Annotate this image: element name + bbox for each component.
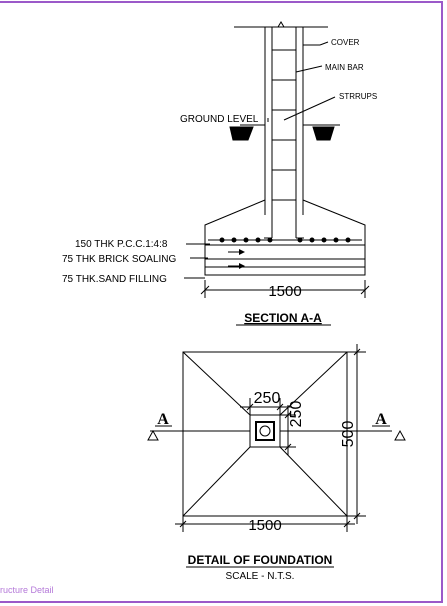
column-pedestal [249, 414, 281, 448]
section-arrow-right [394, 429, 406, 441]
section-marker-left: A [157, 411, 169, 428]
plan-column-width-dim: 250 [254, 390, 281, 407]
ground-level-hatch [229, 124, 340, 141]
brick-soling-label: 75 THK BRICK SOALING [62, 254, 177, 265]
main-bar-callout: MAIN BAR [325, 63, 364, 72]
stirrups-callout: STRRUPS [339, 92, 377, 101]
footing-bar-dots [219, 237, 351, 243]
plan-title: DETAIL OF FOUNDATION [188, 553, 333, 567]
column-in-plan [255, 421, 275, 441]
diagonal-bottom-right [279, 446, 348, 517]
footer-caption: ructure Detail [0, 585, 54, 595]
footing-plan-outline [182, 351, 348, 517]
section-width-dim: 1500 [268, 283, 301, 300]
section-a-a-drawing [184, 21, 370, 298]
foundation-plan [147, 344, 406, 532]
plan-scale: SCALE - N.T.S. [226, 571, 295, 582]
pcc-layer-label: 150 THK P.C.C.1:4:8 [75, 239, 168, 250]
section-title: SECTION A-A [244, 311, 322, 325]
cover-callout: COVER [331, 38, 360, 47]
diagonal-top-left [182, 351, 251, 416]
diagonal-bottom-left [182, 446, 251, 517]
plan-column-depth-dim: 250 [288, 401, 305, 428]
diagonal-top-right [279, 351, 348, 416]
section-arrow-left [147, 429, 159, 441]
ground-level-label: GROUND LEVEL [180, 114, 259, 125]
plan-width-dim: 1500 [248, 517, 281, 534]
footing-outline [204, 199, 366, 246]
section-marker-right: A [375, 411, 387, 428]
plan-length-dim: 500 [340, 421, 357, 448]
stirrups [272, 49, 296, 201]
sand-filling-label: 75 THK.SAND FILLING [62, 274, 167, 285]
